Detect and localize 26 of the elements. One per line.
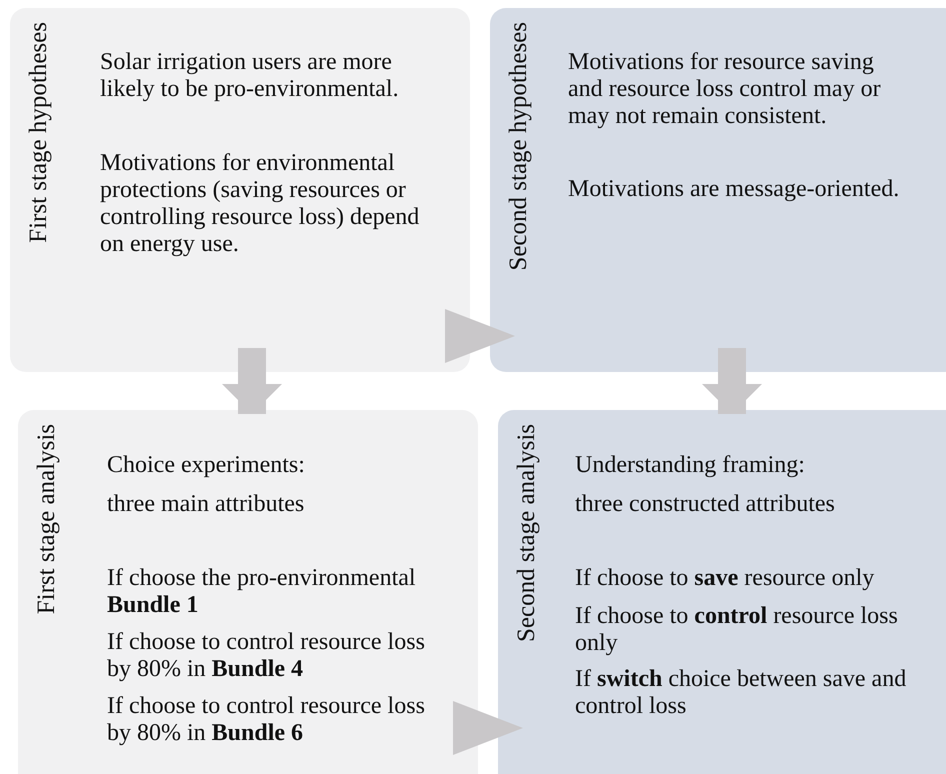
block-arrow: [702, 348, 762, 414]
stage-panel: [498, 410, 946, 774]
stage-panel: [10, 8, 470, 372]
panel-heading: Second stage hypotheses: [506, 22, 531, 271]
stage-panel: [490, 8, 946, 372]
body-text: If choose to control resource loss by 80% in Bundle 4: [107, 629, 426, 683]
body-text: If choose to control resource loss only: [575, 603, 899, 657]
body-text: Solar irrigation users are more likely to be pro-environmental.: [100, 49, 400, 103]
block-arrow: [222, 348, 282, 414]
body-text: Motivations for environmental protections (saving resources or controlling resource loss) depend on energy use.: [100, 150, 420, 258]
panel-heading: Second stage analysis: [514, 424, 539, 642]
body-text: If choose the pro-environmental Bundle 1: [107, 565, 417, 619]
body-text: If switch choice between save and control loss: [575, 666, 908, 720]
body-text: three main attributes: [107, 491, 306, 518]
body-text: If choose to control resource loss by 80% in Bundle 6: [107, 693, 426, 747]
block-arrow: [453, 701, 523, 755]
body-text: If choose to save resource only: [575, 565, 876, 592]
panel-heading: First stage hypotheses: [26, 22, 51, 243]
stage-panel: [18, 410, 478, 774]
body-text: Motivations are message-oriented.: [568, 176, 900, 203]
body-text: Motivations for resource saving and resource loss control may or may not remain consistent.: [568, 49, 882, 130]
body-text: Choice experiments:: [107, 452, 306, 479]
body-text: Understanding framing:: [575, 452, 806, 479]
body-text: three constructed attributes: [575, 491, 836, 518]
block-arrow: [445, 309, 515, 363]
panel-heading: First stage analysis: [34, 424, 59, 614]
